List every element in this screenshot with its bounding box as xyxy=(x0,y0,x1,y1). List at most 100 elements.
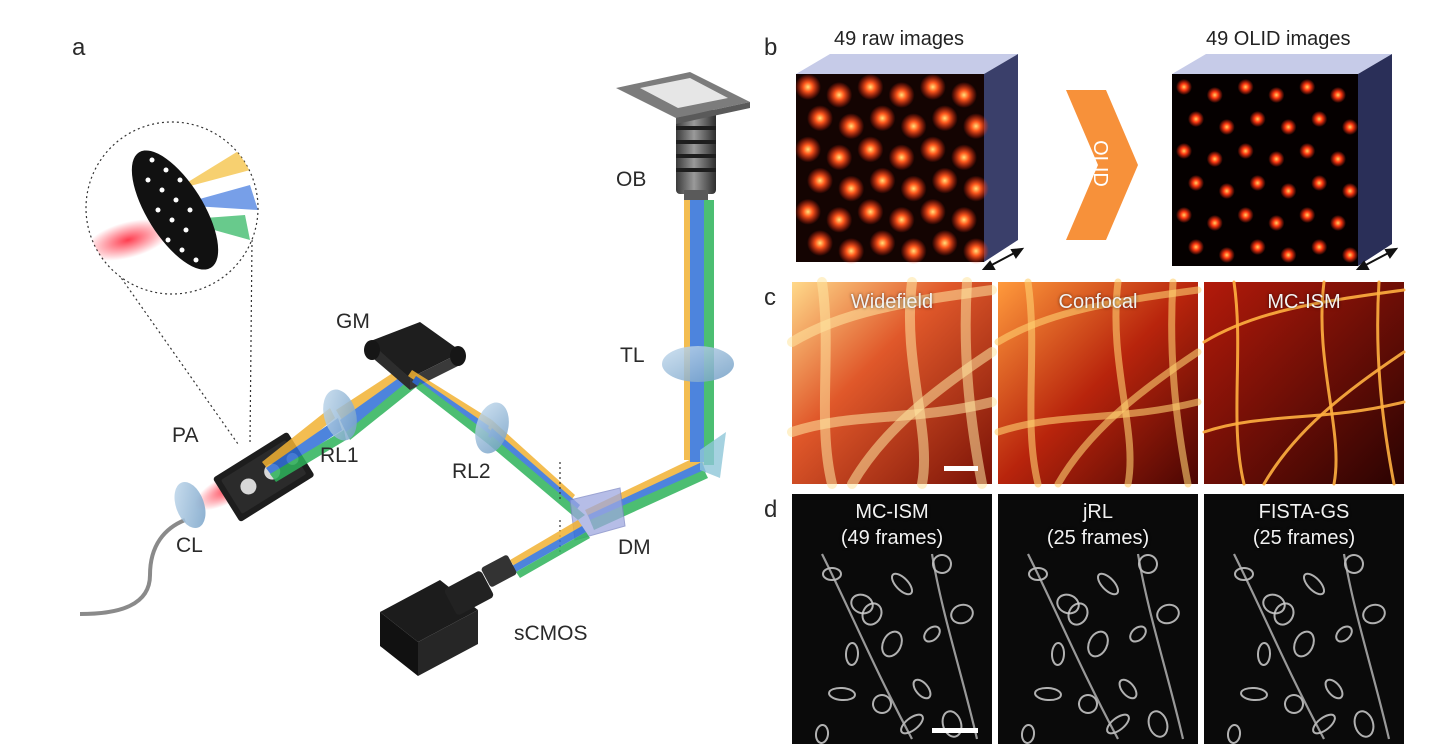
fluorescent-spot xyxy=(1311,175,1328,191)
mitochondrion xyxy=(941,710,963,738)
fluorescent-spot xyxy=(1299,143,1316,159)
fluorescent-spot xyxy=(869,230,896,256)
fluorescent-spot xyxy=(807,230,833,256)
fluorescent-spot xyxy=(1218,183,1235,199)
fluorescent-spot xyxy=(1237,207,1254,223)
filament xyxy=(847,347,997,489)
galvo-mirror xyxy=(364,322,466,390)
scmos-label: sCMOS xyxy=(514,622,588,645)
mitochondrion xyxy=(861,602,883,626)
cl-lens xyxy=(174,481,206,529)
filament xyxy=(1232,280,1246,486)
beam-pa-gm xyxy=(262,365,420,482)
ob-label: OB xyxy=(616,168,647,191)
mitochondria-overlay xyxy=(814,553,1391,744)
fluorescent-spot xyxy=(1249,111,1266,127)
fluorescent-spot xyxy=(1342,247,1358,263)
fluorescent-spot xyxy=(795,198,821,225)
mitochondrial-network xyxy=(930,553,979,740)
fluorescent-spot xyxy=(1280,183,1297,199)
mitochondrion xyxy=(1147,710,1169,738)
fluorescent-spot xyxy=(1330,87,1346,103)
scmos-camera xyxy=(380,555,517,676)
fluorescent-spot xyxy=(888,82,915,108)
olid-image-spots xyxy=(1176,79,1358,263)
filament xyxy=(1376,280,1396,486)
widefield-tile-label: Widefield xyxy=(792,290,992,320)
mitochondrion xyxy=(814,724,830,744)
fista-gs-25-line2: (25 frames) xyxy=(1252,527,1356,549)
rl2-lens xyxy=(475,402,509,454)
fluorescent-spot xyxy=(826,144,853,171)
fluorescent-spot xyxy=(951,206,977,233)
fluorescent-spot xyxy=(1188,175,1204,191)
mitochondrion xyxy=(900,713,924,735)
mitochondrion xyxy=(822,567,842,581)
fluorescent-spot xyxy=(1249,239,1266,255)
mcism-49-line1: MC-ISM xyxy=(855,501,929,523)
fluorescent-spot xyxy=(931,230,958,256)
filament xyxy=(1202,400,1406,434)
mitochondrion xyxy=(1067,602,1089,626)
olid-arrow-label: OLID xyxy=(1088,140,1111,187)
fluorescent-spot xyxy=(1176,79,1192,95)
fista-gs-25-label-box: FISTA-GS (25 frames) xyxy=(1204,500,1404,552)
fluorescent-spot xyxy=(857,74,884,100)
mitochondrion xyxy=(1226,724,1242,744)
mitochondrion xyxy=(912,678,932,700)
filament xyxy=(1262,350,1406,486)
beam-dm-camera xyxy=(510,520,590,578)
fluorescent-spot xyxy=(1188,239,1204,255)
fluorescent-spot xyxy=(900,175,927,202)
mitochondrial-network xyxy=(821,553,913,740)
filament xyxy=(1054,348,1202,488)
jrl-25-line2: (25 frames) xyxy=(1046,527,1150,549)
filament xyxy=(1024,278,1042,488)
fluorescent-spot xyxy=(1237,79,1254,95)
fluorescent-spot xyxy=(931,105,958,132)
mitochondrion xyxy=(1056,593,1080,615)
mitochondrion xyxy=(1156,603,1180,625)
filament-overlay xyxy=(787,277,1406,489)
fluorescent-spot xyxy=(869,167,896,194)
fluorescent-spot xyxy=(1280,247,1297,263)
fluorescent-spot xyxy=(826,206,853,233)
confocal-tile-label: Confocal xyxy=(998,290,1198,320)
mitochondrion xyxy=(1050,642,1066,666)
fista-gs-25-line1: FISTA-GS xyxy=(1258,501,1350,523)
fluorescent-spot xyxy=(1176,207,1192,223)
fluorescent-spot xyxy=(951,144,977,171)
mitochondrion xyxy=(950,603,974,625)
filament xyxy=(994,286,1202,346)
fluorescent-spot xyxy=(795,136,821,163)
mitochondrion xyxy=(1324,678,1344,700)
mitochondrion xyxy=(1262,593,1286,615)
fluorescent-spot xyxy=(900,113,927,140)
filament xyxy=(1202,288,1406,344)
mitochondrion xyxy=(923,625,941,643)
mitochondrial-network xyxy=(1342,553,1391,740)
fluorescent-spot xyxy=(1218,119,1235,135)
rl1-label: RL1 xyxy=(320,444,359,467)
mitochondrion xyxy=(1273,602,1295,626)
fluorescent-spot xyxy=(1299,79,1316,95)
fluorescent-spot xyxy=(838,238,865,264)
filament xyxy=(787,285,997,347)
mitochondrion xyxy=(1312,713,1336,735)
filament xyxy=(1112,278,1134,488)
fluorescent-spot xyxy=(826,82,853,108)
raw-image-stack xyxy=(796,54,1018,262)
rl2-label: RL2 xyxy=(452,460,491,483)
fold-mirror xyxy=(700,432,726,478)
mitochondrial-network xyxy=(1233,553,1325,740)
fluorescent-spot xyxy=(1342,183,1358,199)
olid-caption: 49 OLID images xyxy=(1206,28,1351,50)
fluorescent-spot xyxy=(1206,87,1223,103)
filament xyxy=(904,277,930,489)
fluorescent-spot xyxy=(869,105,896,132)
fluorescent-spot xyxy=(1268,87,1285,103)
olid-arrow xyxy=(1066,90,1138,240)
mitochondrion xyxy=(844,642,860,666)
mitochondrion xyxy=(828,686,856,702)
